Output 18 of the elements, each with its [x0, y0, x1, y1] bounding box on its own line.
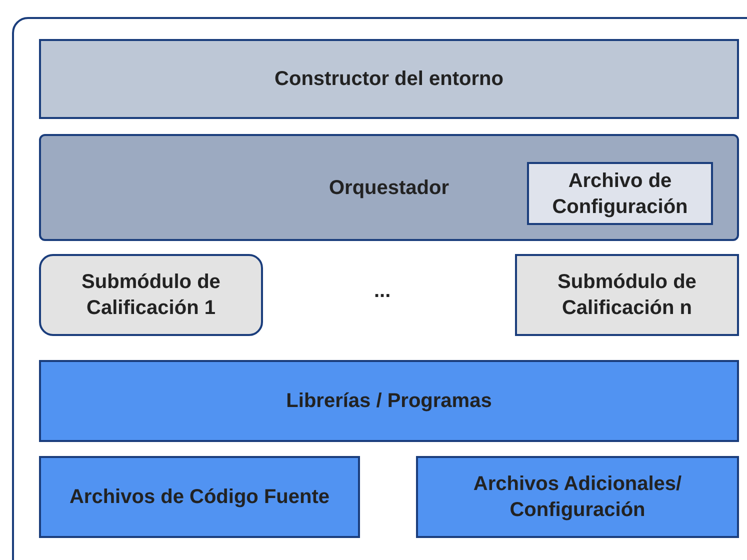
layer-bar — [39, 39, 739, 119]
layer-bar — [39, 360, 739, 442]
node-label: Archivos Adicionales/ Configuración — [472, 472, 683, 523]
node-label: Librerías / Programas — [286, 389, 492, 414]
process-box — [416, 456, 739, 538]
frame-box — [12, 17, 747, 560]
process-box — [39, 456, 360, 538]
node-label: Submódulo de Calificación n — [556, 270, 698, 321]
node-label: Archivo de Configuración — [551, 168, 689, 220]
process-box — [527, 162, 713, 225]
node-label: Submódulo de Calificación 1 — [80, 270, 222, 321]
module-box — [39, 254, 263, 336]
node-label: Archivos de Código Fuente — [69, 485, 330, 510]
module-box — [515, 254, 739, 336]
ellipsis-label: ... — [374, 280, 391, 303]
layer-bar — [39, 134, 739, 241]
node-label: Constructor del entorno — [274, 67, 504, 92]
node-label: Orquestador — [328, 176, 450, 200]
